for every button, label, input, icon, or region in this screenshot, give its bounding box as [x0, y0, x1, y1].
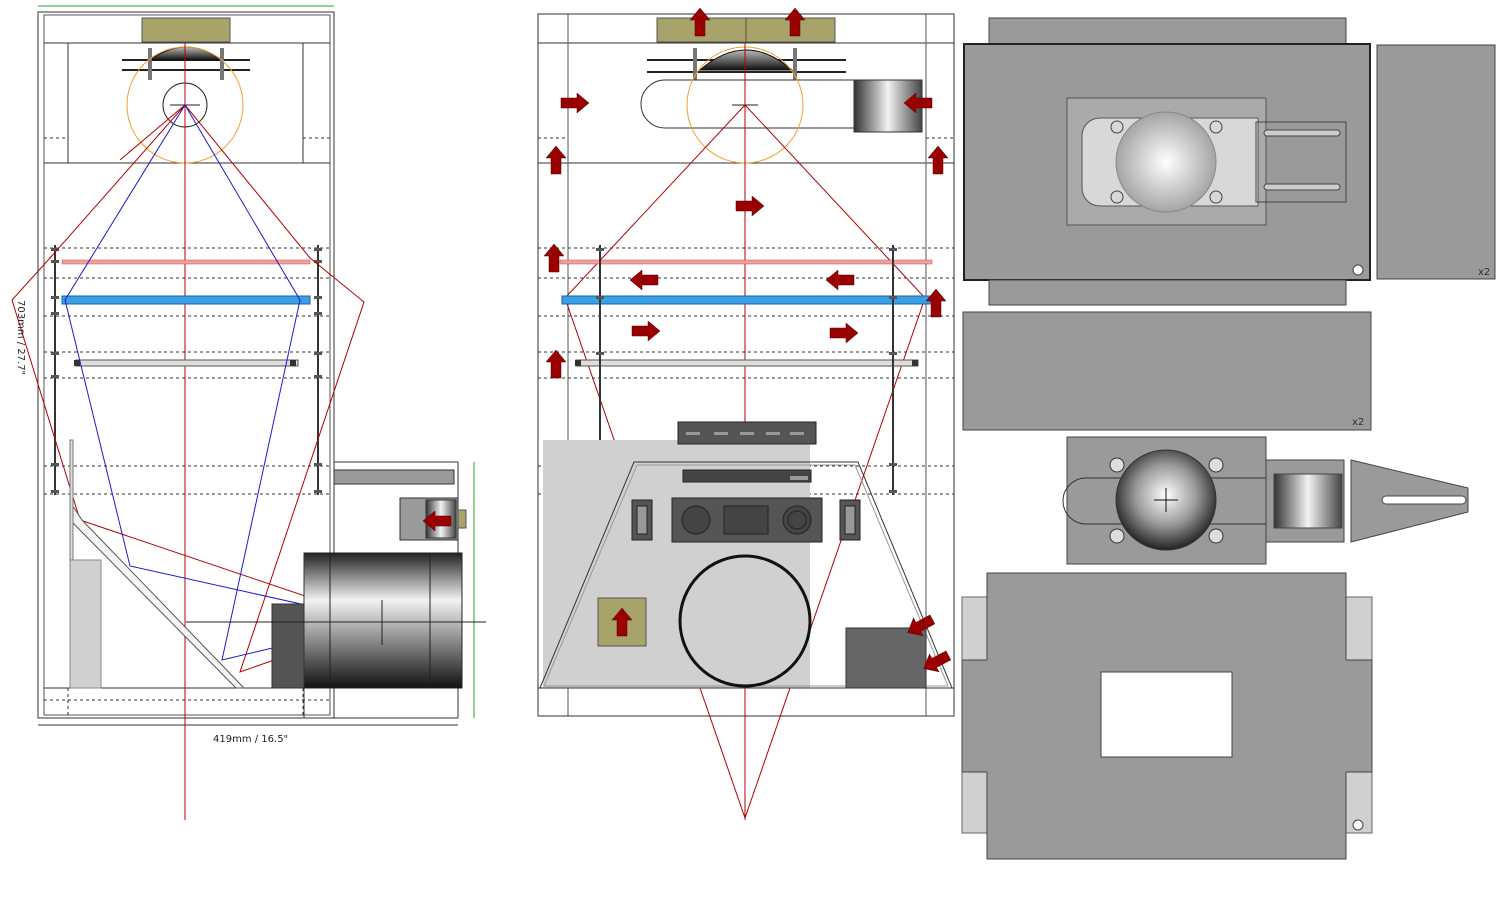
airflow-arrow-icon — [829, 322, 859, 344]
front-section-view — [537, 13, 955, 820]
airflow-arrow-icon — [927, 145, 949, 175]
airflow-arrow-icon — [611, 607, 633, 637]
lcd-panel-front — [575, 359, 919, 367]
airflow-arrow-icon — [923, 650, 952, 673]
airflow-arrow-icon — [907, 614, 936, 637]
heat-filter-front — [559, 259, 933, 265]
top-fan — [141, 17, 231, 43]
airflow-arrow-icon — [784, 7, 806, 37]
airflow-arrow-icon — [543, 243, 565, 273]
light-cone-front — [564, 104, 926, 820]
base-panel-part — [961, 572, 1373, 860]
quantity-label-middle: x2 — [1352, 417, 1364, 428]
heat-filter — [61, 259, 311, 265]
airflow-arrow-icon — [825, 269, 855, 291]
airflow-arrow-icon — [545, 349, 567, 379]
airflow-arrow-icon — [925, 288, 947, 318]
airflow-arrow-icon — [903, 92, 933, 114]
projection-lens-side — [186, 552, 486, 689]
shelf-panel-part: x2 — [962, 311, 1372, 431]
reflector-lamp-side — [122, 46, 250, 164]
top-panel-part — [963, 17, 1371, 306]
airflow-arrow-icon — [629, 269, 659, 291]
part-templates: x2 x2 — [961, 17, 1496, 860]
fan-icon — [678, 554, 812, 688]
threaded-rod-left — [51, 245, 59, 495]
threaded-rod-right — [314, 245, 322, 495]
fresnel-lens-front — [561, 295, 931, 305]
airflow-arrow-icon — [422, 510, 452, 532]
width-dimension-label: 419mm / 16.5" — [213, 734, 288, 745]
quantity-label-top: x2 — [1478, 267, 1490, 278]
airflow-arrow-icon — [689, 7, 711, 37]
lcd-panel — [75, 359, 299, 367]
side-panel-part: x2 — [1376, 44, 1496, 280]
lamp-bracket-part — [1062, 436, 1469, 565]
reflector-lamp-front — [640, 46, 923, 164]
height-dimension-label: 703mm / 27.7" — [15, 300, 26, 375]
bracket — [333, 469, 455, 485]
airflow-arrows — [422, 7, 952, 673]
airflow-arrow-icon — [560, 92, 590, 114]
side-section-view: 703mm / 27.7" 419mm / 16.5" — [11, 5, 486, 820]
airflow-arrow-icon — [631, 320, 661, 342]
airflow-arrow-icon — [735, 195, 765, 217]
airflow-arrow-icon — [545, 145, 567, 175]
fresnel-lens — [61, 295, 311, 305]
mirror-frame — [539, 461, 953, 689]
